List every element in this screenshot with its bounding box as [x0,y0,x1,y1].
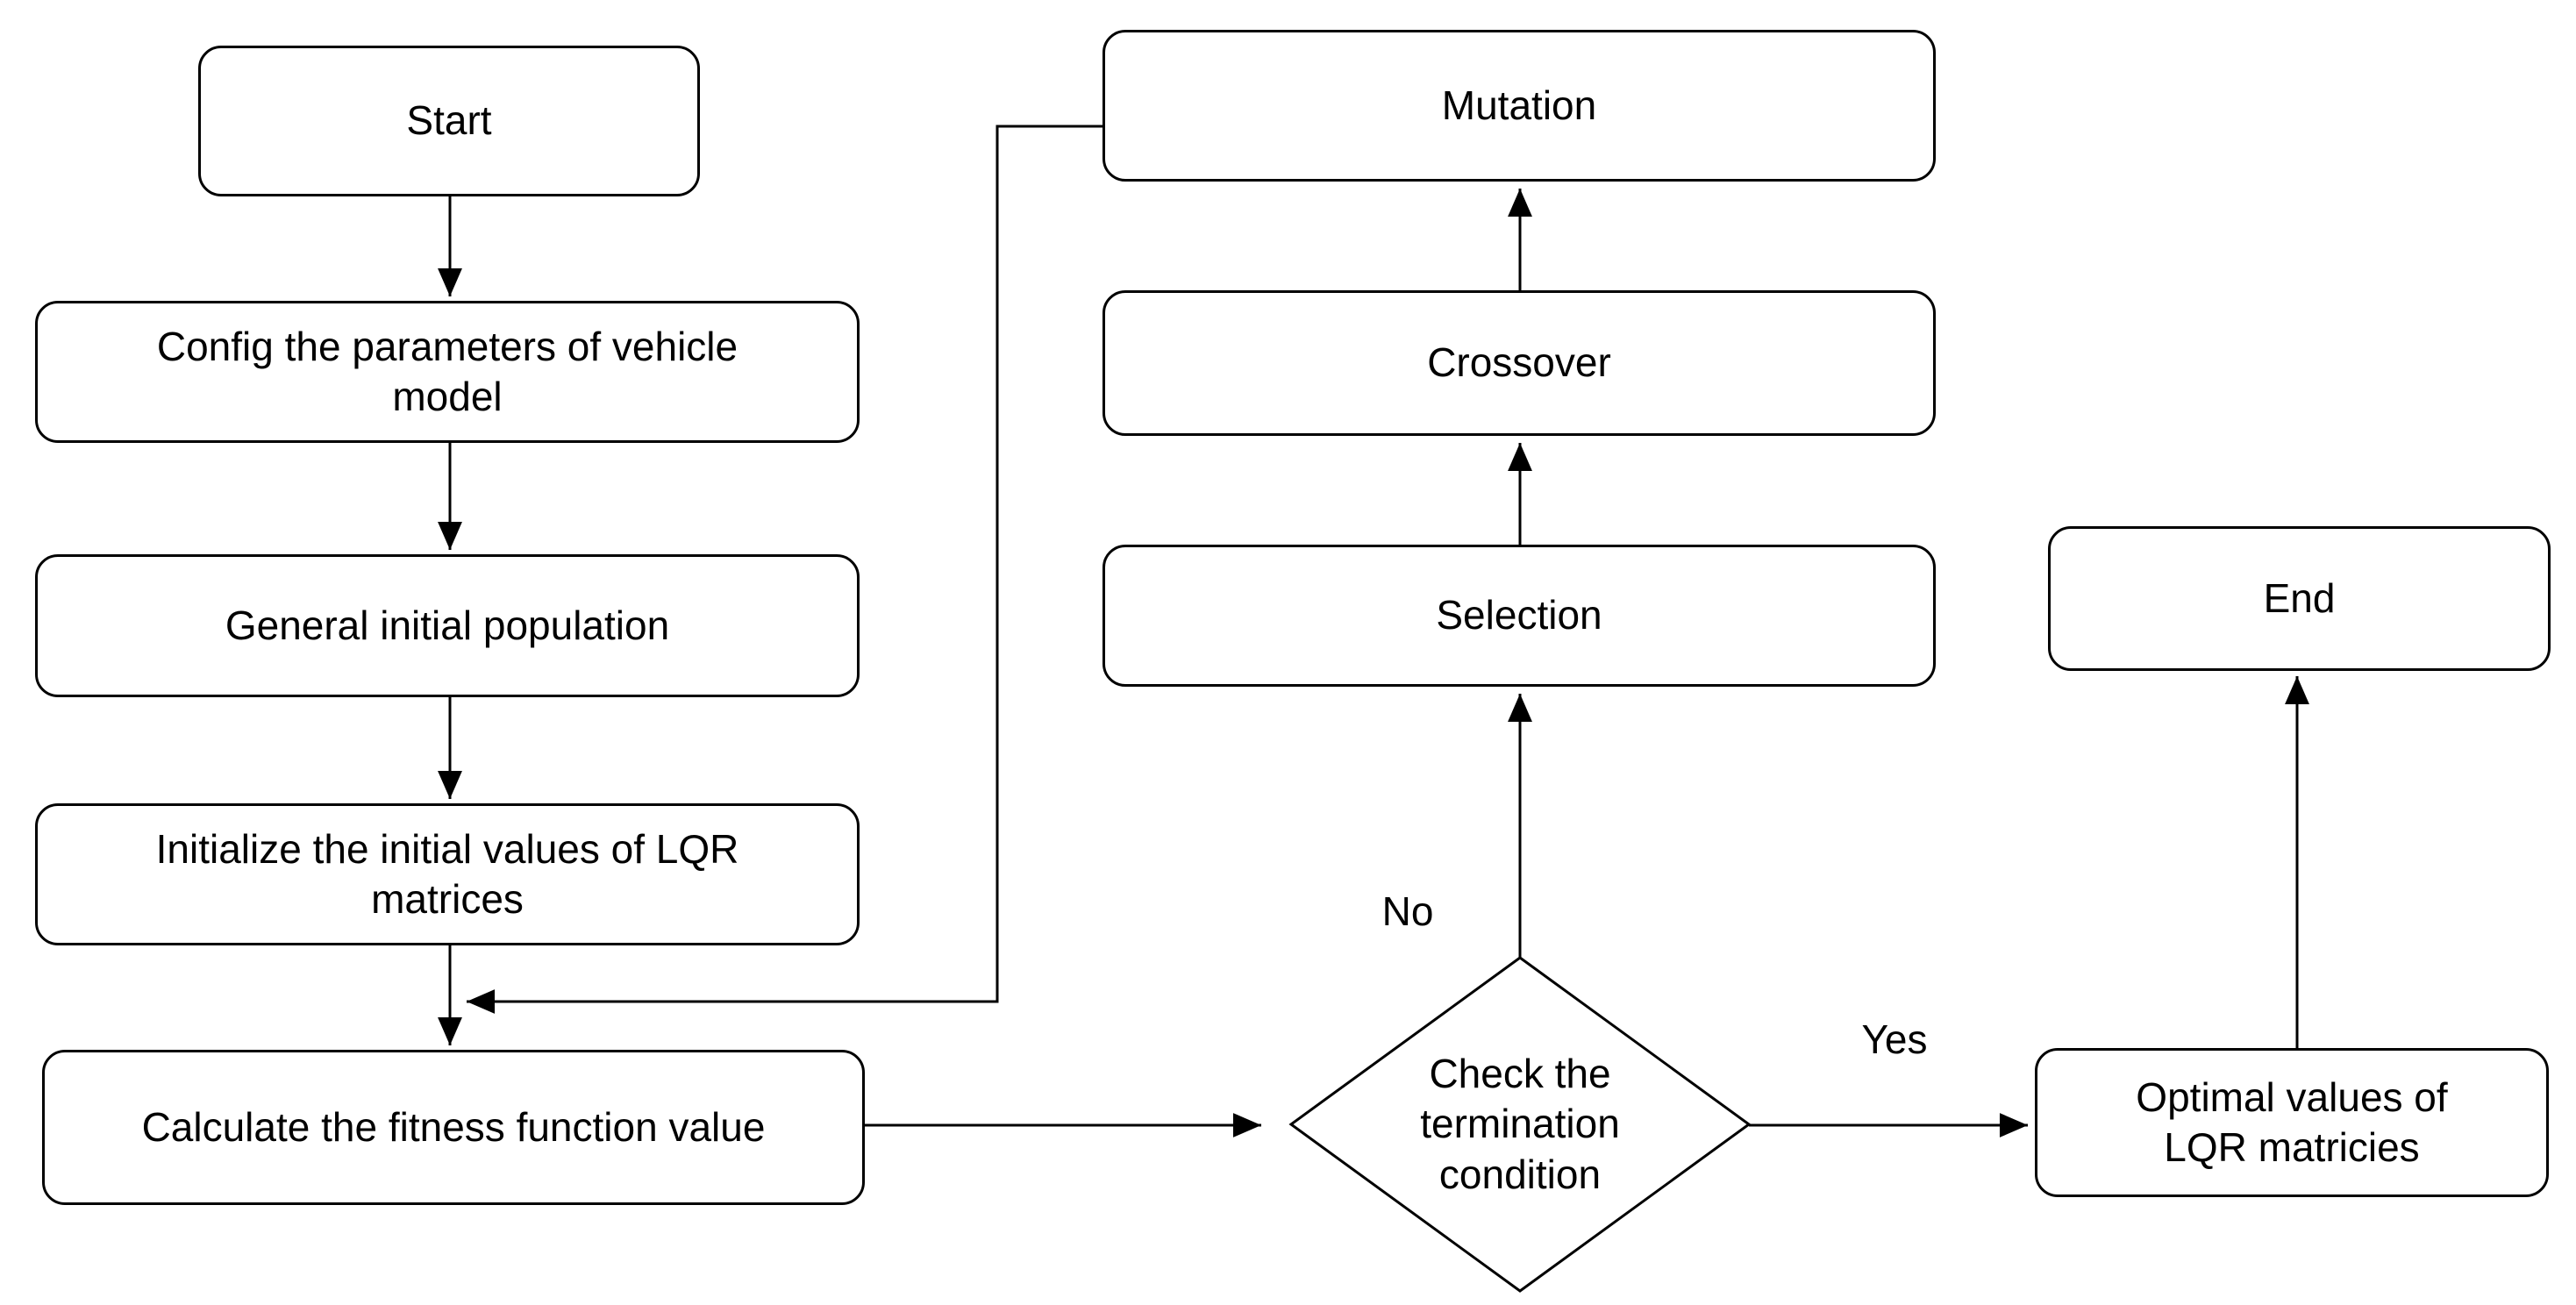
node-crossover: Crossover [1102,290,1936,436]
node-general-initial-population-label: General initial population [225,602,670,648]
node-mutation: Mutation [1102,30,1936,182]
edge-mutation-calculate-loop [467,125,1102,1014]
node-start-label: Start [406,97,492,144]
edge-label-yes: Yes [1861,1016,1928,1062]
node-calculate-fitness: Calculate the fitness function value [42,1050,865,1205]
node-calculate-fitness-label: Calculate the fitness function value [141,1103,766,1150]
node-start: Start [198,46,700,196]
node-optimal-lqr-values-label: Optimal values of LQR matricies [2136,1073,2448,1171]
node-check-termination: Check the termination condition [1362,993,1678,1256]
node-config-parameters: Config the parameters of vehicle model [35,301,860,443]
node-general-initial-population: General initial population [35,554,860,697]
node-end: End [2048,526,2551,671]
node-initialize-lqr-values-label: Initialize the initial values of LQR mat… [155,825,739,923]
edge-label-no: No [1381,888,1434,934]
node-initialize-lqr-values: Initialize the initial values of LQR mat… [35,803,860,945]
node-mutation-label: Mutation [1441,82,1597,128]
decision-diamond-shape [1288,956,1752,1293]
node-optimal-lqr-values: Optimal values of LQR matricies [2035,1048,2549,1197]
node-crossover-label: Crossover [1427,339,1611,386]
node-selection-label: Selection [1436,592,1602,638]
node-selection: Selection [1102,545,1936,687]
node-check-termination-label: Check the termination condition [1420,1050,1620,1197]
node-config-parameters-label: Config the parameters of vehicle model [156,323,739,420]
node-end-label: End [2263,574,2336,621]
